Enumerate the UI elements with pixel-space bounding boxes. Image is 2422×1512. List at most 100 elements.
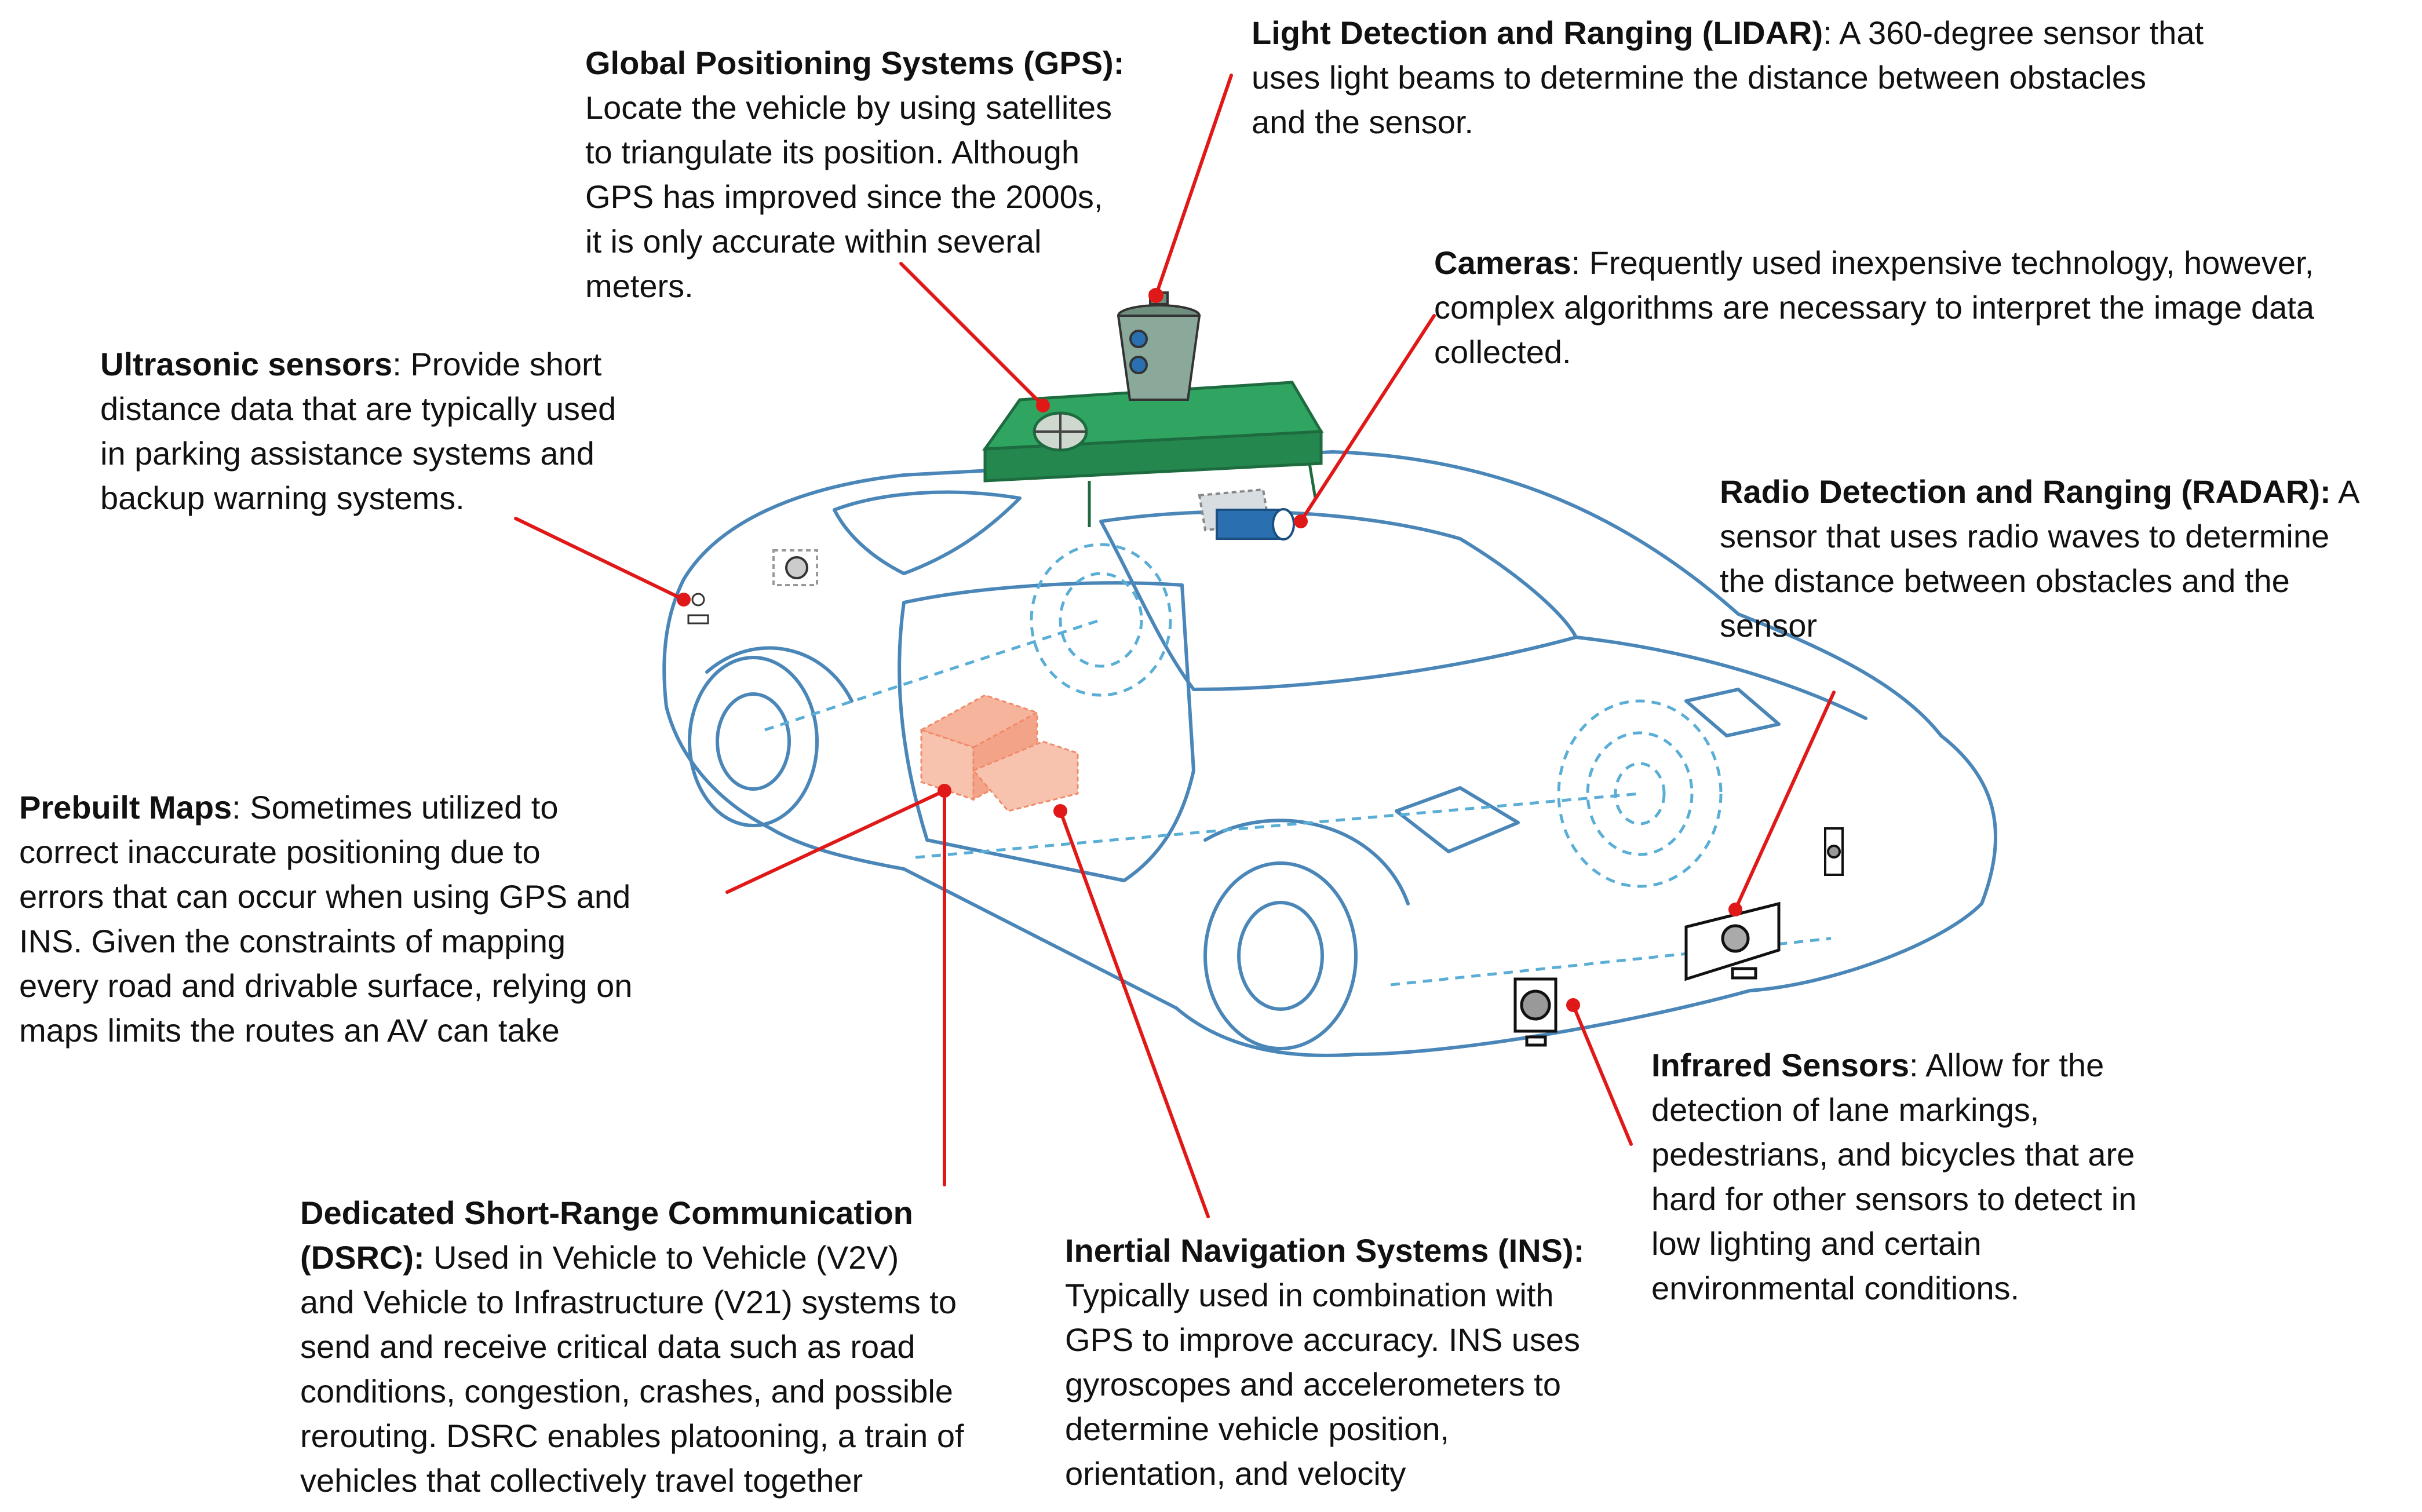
leader-ins	[1059, 809, 1210, 1218]
callout-ins: Inertial Navigation Systems (INS): Typic…	[1065, 1228, 1584, 1496]
callout-lidar-line: and the sensor.	[1252, 104, 1473, 140]
callout-radar-first-rest: A	[2330, 473, 2360, 510]
callout-gps-line: it is only accurate within several	[585, 223, 1042, 260]
callout-cameras-first-rest: : Frequently used inexpensive technology…	[1571, 244, 2314, 281]
callout-infrared-line: environmental conditions.	[1651, 1270, 2020, 1306]
callout-dsrc-line: vehicles that collectively travel togeth…	[300, 1462, 863, 1499]
callout-prebuilt-maps-term: Prebuilt Maps	[19, 789, 232, 826]
callout-prebuilt-maps-line: errors that can occur when using GPS and	[19, 878, 631, 915]
callout-radar: Radio Detection and Ranging (RADAR): A s…	[1720, 469, 2359, 648]
callout-prebuilt-maps-line: INS. Given the constraints of mapping	[19, 923, 566, 959]
front-wave-outer	[1557, 699, 1723, 888]
roof-rack	[982, 381, 1324, 527]
callout-gps: Global Positioning Systems (GPS): Locate…	[585, 41, 1124, 308]
infrared-front-sensor	[1513, 977, 1557, 1047]
callout-radar-term: Radio Detection and Ranging (RADAR):	[1720, 473, 2331, 510]
callout-dsrc-line: and Vehicle to Infrastructure (V21) syst…	[300, 1284, 957, 1320]
front-wheel	[1203, 861, 1358, 1050]
rear-wave-outer	[1030, 543, 1172, 697]
callout-ultrasonic-line: backup warning systems.	[100, 480, 465, 516]
callout-ins-line: GPS to improve accuracy. INS uses	[1065, 1321, 1581, 1358]
callout-ultrasonic-line: in parking assistance systems and	[100, 435, 594, 472]
radar-front-sensor	[1684, 901, 1781, 981]
leader-prebuilt-maps	[725, 789, 946, 894]
callout-dsrc-term-abbrev: (DSRC):	[300, 1239, 425, 1276]
callout-ins-line: determine vehicle position,	[1065, 1411, 1450, 1447]
callout-lidar-term: Light Detection and Ranging (LIDAR)	[1252, 14, 1823, 51]
callout-lidar-first-rest: : A 360-degree sensor that	[1823, 14, 2204, 51]
leader-lidar	[1154, 74, 1233, 297]
callout-infrared-line: pedestrians, and bicycles that are	[1651, 1136, 2135, 1173]
callout-cameras-line: complex algorithms are necessary to inte…	[1434, 289, 2314, 326]
callout-ultrasonic: Ultrasonic sensors: Provide short distan…	[100, 342, 616, 520]
front-wheel-hub	[1237, 901, 1324, 1011]
callout-dsrc-line: conditions, congestion, crashes, and pos…	[300, 1373, 953, 1409]
callout-dsrc-line: rerouting. DSRC enables platooning, a tr…	[300, 1418, 964, 1454]
front-arch	[1203, 819, 1410, 905]
leader-cameras	[1299, 314, 1436, 523]
hood-vent-2	[1684, 688, 1781, 737]
callout-gps-line: to triangulate its position. Although	[585, 134, 1080, 170]
wiring-rear	[764, 618, 1101, 732]
callout-ultrasonic-line: distance data that are typically used	[100, 390, 617, 427]
rear-arch	[705, 646, 853, 703]
callout-dsrc-line: send and receive critical data such as r…	[300, 1328, 915, 1365]
callout-cameras-line: collected.	[1434, 334, 1571, 370]
callout-prebuilt-maps-line: every road and drivable surface, relying…	[19, 967, 633, 1004]
callout-infrared-line: detection of lane markings,	[1651, 1091, 2040, 1128]
front-wave-inner	[1614, 762, 1666, 826]
front-corner-sensor	[1824, 827, 1844, 876]
callout-ins-line: Typically used in combination with	[1065, 1277, 1554, 1313]
callout-radar-line: the distance between obstacles and the	[1720, 563, 2290, 599]
callout-ins-line: orientation, and velocity	[1065, 1455, 1406, 1492]
side-window	[833, 490, 1022, 575]
callout-cameras-term: Cameras	[1434, 244, 1571, 281]
callout-radar-line: sensor	[1720, 607, 1818, 644]
callout-infrared: Infrared Sensors: Allow for the detectio…	[1651, 1043, 2136, 1310]
callout-ultrasonic-first-rest: : Provide short	[392, 346, 602, 382]
callout-prebuilt-maps-first-rest: : Sometimes utilized to	[232, 789, 559, 826]
rear-side-sensor	[772, 549, 818, 586]
wiring-front	[1390, 937, 1832, 987]
callout-infrared-term: Infrared Sensors	[1651, 1047, 1910, 1083]
rear-wheel	[688, 656, 819, 827]
callout-prebuilt-maps-line: correct inaccurate positioning due to	[19, 834, 541, 870]
callout-infrared-line: low lighting and certain	[1651, 1225, 1982, 1262]
leader-ultrasonic	[514, 517, 685, 601]
hood-vent-1	[1395, 786, 1520, 853]
callout-cameras: Cameras: Frequently used inexpensive tec…	[1434, 240, 2314, 374]
callout-prebuilt-maps: Prebuilt Maps: Sometimes utilized to cor…	[19, 785, 632, 1053]
callout-prebuilt-maps-line: maps limits the routes an AV can take	[19, 1012, 560, 1049]
rear-wave-inner	[1059, 572, 1143, 668]
callout-radar-line: sensor that uses radio waves to determin…	[1720, 518, 2330, 554]
callout-lidar: Light Detection and Ranging (LIDAR): A 3…	[1252, 10, 2204, 144]
ins-box-stack	[919, 694, 1079, 812]
callout-dsrc: Dedicated Short-Range Communication (DSR…	[300, 1190, 964, 1503]
callout-ultrasonic-term: Ultrasonic sensors	[100, 346, 393, 382]
callout-infrared-first-rest: : Allow for the	[1909, 1047, 2104, 1083]
wiring-mid	[915, 792, 1640, 859]
callout-gps-term: Global Positioning Systems (GPS):	[585, 45, 1125, 81]
windshield-camera	[1198, 488, 1295, 540]
door-outline	[898, 581, 1195, 882]
leader-gps	[899, 262, 1045, 407]
callout-infrared-line: hard for other sensors to detect in	[1651, 1181, 2137, 1217]
leader-lidar-dot	[1148, 288, 1163, 303]
car-body-outline	[662, 450, 1998, 1057]
callout-gps-line: Locate the vehicle by using satellites	[585, 89, 1112, 126]
callout-gps-line: GPS has improved since the 2000s,	[585, 178, 1103, 215]
ultrasonic-rear-sensor	[687, 593, 709, 624]
callout-dsrc-second-rest: Used in Vehicle to Vehicle (V2V)	[424, 1239, 899, 1276]
callout-ins-line: gyroscopes and accelerometers to	[1065, 1366, 1561, 1403]
leader-radar	[1734, 691, 1836, 911]
callout-gps-line: meters.	[585, 268, 694, 304]
callout-ins-term: Inertial Navigation Systems (INS):	[1065, 1232, 1585, 1269]
rear-wheel-hub	[716, 692, 791, 791]
callout-lidar-line: uses light beams to determine the distan…	[1252, 59, 2147, 96]
lidar-unit	[1117, 291, 1201, 401]
windshield	[1099, 510, 1578, 691]
leader-infrared	[1571, 1003, 1633, 1146]
front-wave-mid	[1586, 731, 1694, 856]
